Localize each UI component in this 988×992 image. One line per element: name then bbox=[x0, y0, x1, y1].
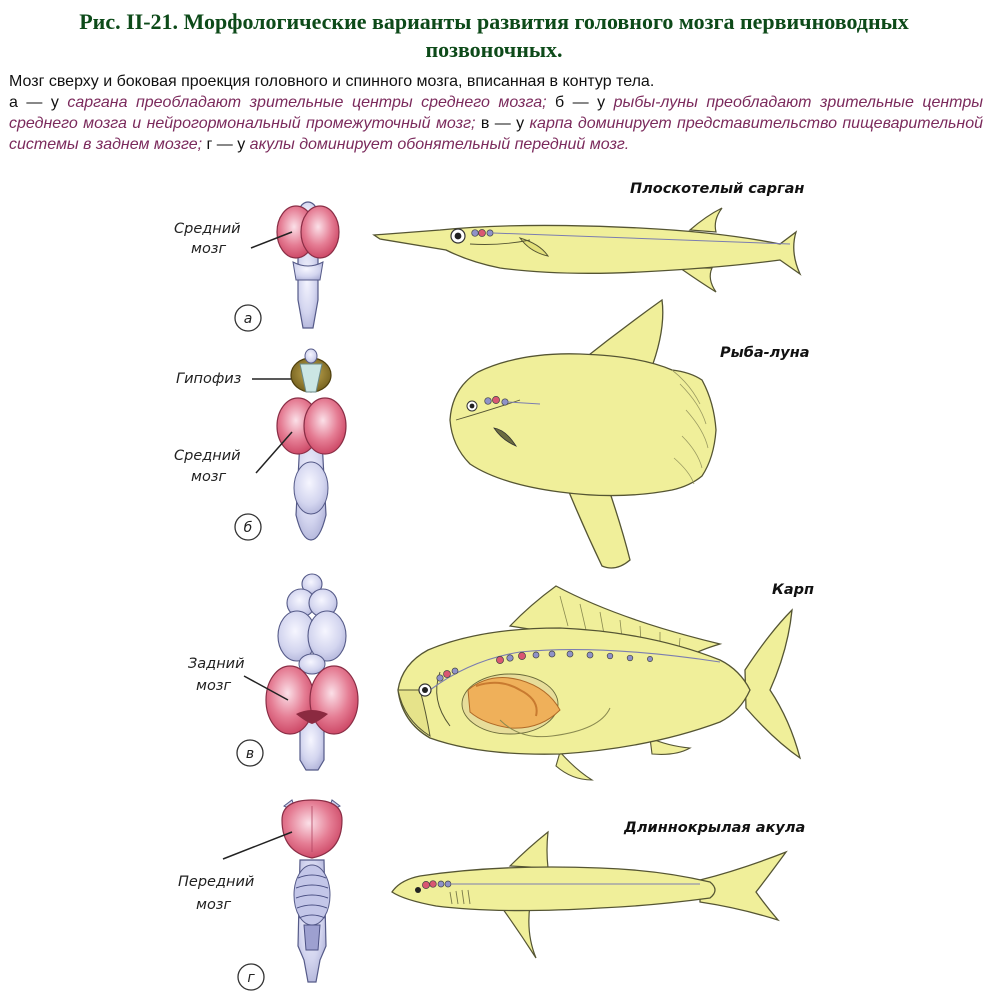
fish-carp bbox=[397, 585, 802, 781]
caption-b-letter: б — у bbox=[546, 94, 614, 111]
fish-name-d: Длиннокрылая акула bbox=[623, 820, 805, 836]
label-d-line2: мозг bbox=[196, 897, 232, 913]
figure-title: Рис. II-21. Морфологические варианты раз… bbox=[0, 8, 988, 64]
caption-d-letter: г — у bbox=[202, 136, 250, 153]
fish-name-b: Рыба-луна bbox=[720, 345, 810, 361]
letter-a: а bbox=[244, 311, 253, 327]
circle-a bbox=[234, 304, 262, 332]
letter-d: г bbox=[247, 970, 255, 986]
label-b-line1: Средний bbox=[174, 448, 241, 464]
fish-sargan bbox=[372, 207, 802, 293]
circle-c bbox=[236, 739, 264, 767]
fish-name-a: Плоскотелый сарган bbox=[630, 181, 804, 197]
caption-a-text: саргана преобладают зрительные центры ср… bbox=[67, 94, 547, 111]
circle-d bbox=[237, 963, 265, 991]
caption-details: а — у саргана преобладают зрительные цен… bbox=[9, 92, 983, 155]
brain-d bbox=[281, 799, 343, 983]
fish-sunfish bbox=[449, 298, 717, 569]
brain-b bbox=[276, 348, 347, 541]
pointer-d bbox=[222, 831, 293, 860]
label-b-line2: мозг bbox=[191, 469, 227, 485]
label-c-line2: мозг bbox=[196, 678, 232, 694]
label-a-line2: мозг bbox=[191, 241, 227, 257]
label-a-line1: Средний bbox=[174, 221, 241, 237]
pointer-a bbox=[250, 231, 293, 249]
caption-intro: Мозг сверху и боковая проекция головного… bbox=[9, 73, 655, 90]
label-b-pituitary: Гипофиз bbox=[176, 371, 242, 387]
fish-shark bbox=[391, 830, 788, 959]
title-line-1: Рис. II-21. Морфологические варианты раз… bbox=[79, 9, 909, 34]
label-d-line1: Передний bbox=[178, 874, 254, 890]
fish-name-c: Карп bbox=[772, 582, 814, 598]
pointer-c bbox=[243, 675, 289, 701]
label-c-line1: Задний bbox=[188, 656, 245, 672]
caption-c-letter: в — у bbox=[475, 115, 530, 132]
figure-caption: Мозг сверху и боковая проекция головного… bbox=[9, 71, 983, 155]
title-line-2: позвоночных. bbox=[425, 37, 563, 62]
caption-a-letter: а — у bbox=[9, 94, 68, 111]
caption-d-text: акулы доминирует обонятельный передний м… bbox=[249, 136, 630, 153]
caption-b-text: рыбы-луны преобладают зрительные центры … bbox=[9, 94, 983, 132]
caption-c-text: карпа доминирует представительство пищев… bbox=[9, 115, 984, 153]
circle-b bbox=[234, 513, 262, 541]
pointer-b bbox=[255, 431, 293, 474]
letter-c: в bbox=[246, 746, 254, 762]
letter-b: б bbox=[244, 520, 253, 536]
brain-a bbox=[276, 201, 340, 329]
brain-c bbox=[265, 573, 359, 771]
